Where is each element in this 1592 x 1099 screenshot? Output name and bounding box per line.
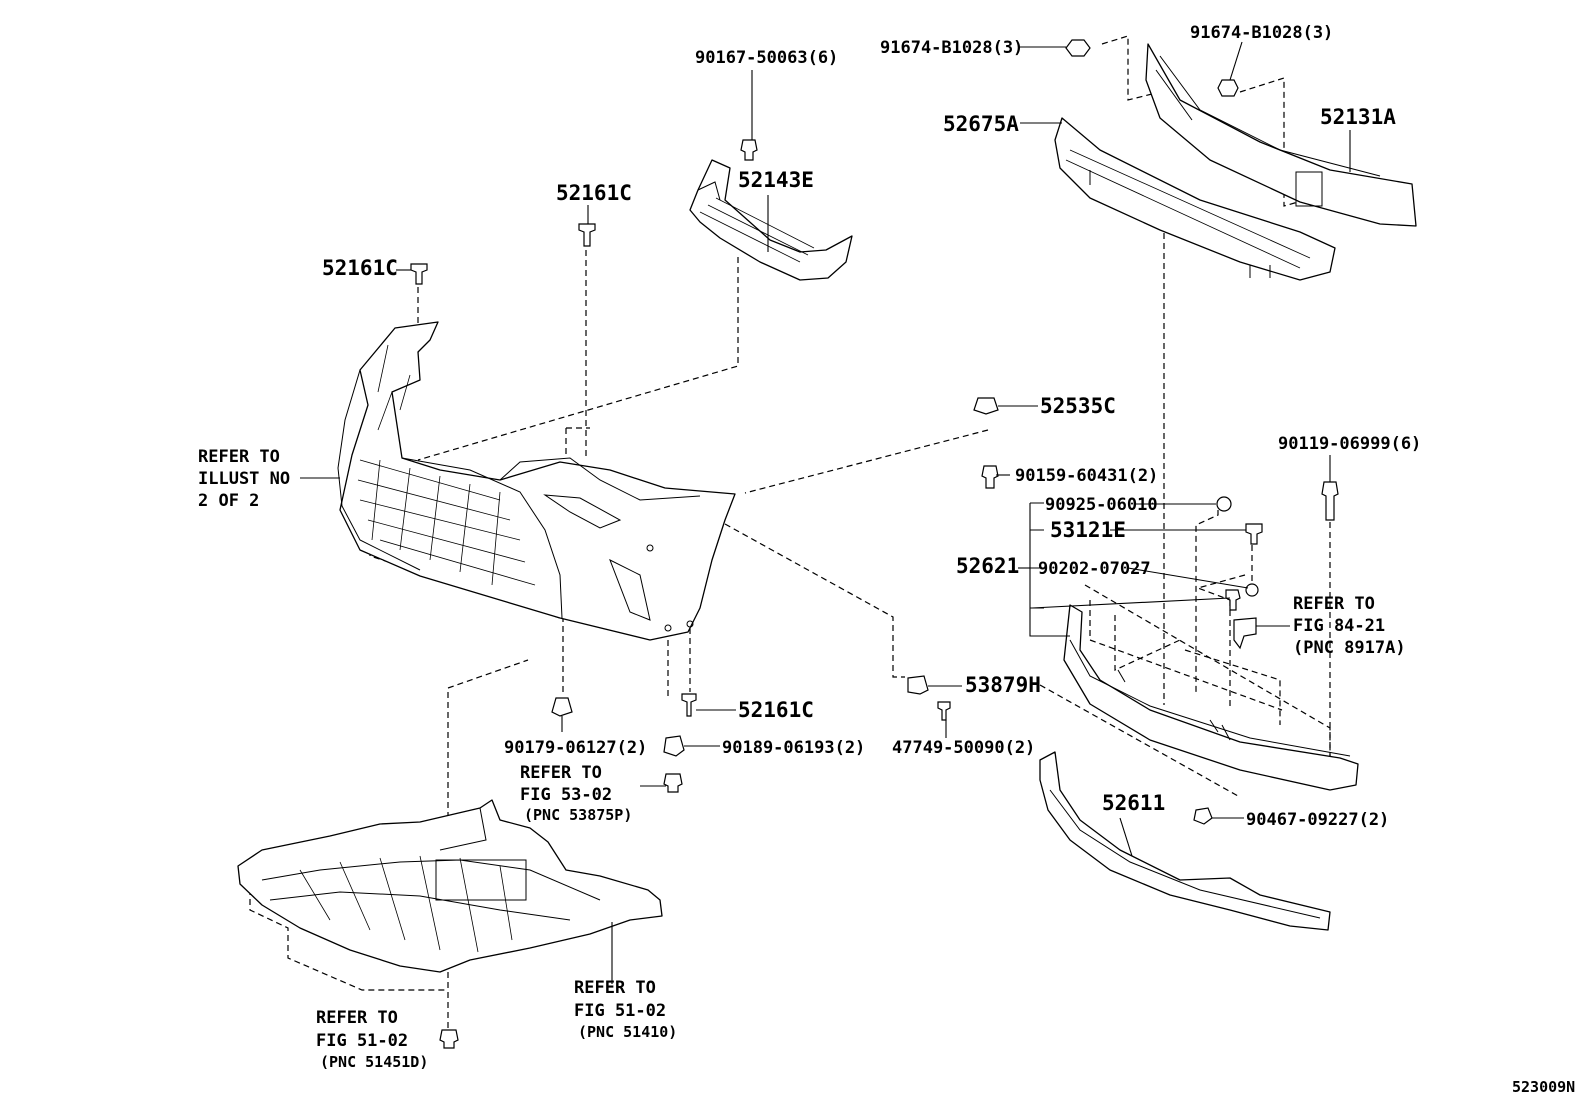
bolt-90202-icon (1225, 589, 1241, 611)
label-52131a: 52131A (1320, 105, 1396, 129)
label-90925: 90925-06010 (1045, 495, 1158, 515)
label-90179: 90179-06127(2) (504, 738, 647, 758)
label-52161c-b: 52161C (556, 181, 632, 205)
bolt-fig53-icon (663, 773, 683, 793)
ref-fig84: REFER TO FIG 84-21 (PNC 8917A) (1293, 594, 1406, 658)
clip-90167-icon (740, 139, 758, 161)
label-90167: 90167-50063(6) (695, 48, 838, 68)
bumper-retainer-52143e (689, 159, 853, 281)
bolt-fig51b-icon (439, 1029, 459, 1049)
fasteners (410, 39, 1339, 1049)
label-52675a: 52675A (943, 112, 1019, 136)
engine-under-cover (237, 799, 663, 973)
ref-line: REFER TO (316, 1008, 398, 1028)
grommet-90925-icon (1216, 496, 1232, 512)
clip-52161c-c-icon (681, 693, 697, 717)
nut-91674-a-icon (1065, 39, 1091, 57)
ref-line: REFER TO (1293, 594, 1375, 614)
sensor-bracket-icon (1233, 617, 1257, 650)
ref-line: (PNC 51451D) (320, 1053, 428, 1071)
bumper-bracket-52621 (1063, 604, 1359, 791)
screw-47749-icon (937, 701, 951, 721)
leader-lines (300, 41, 1351, 984)
nut-90467-icon (1193, 807, 1213, 825)
nut-90202-icon (1245, 583, 1259, 597)
reference-notes: REFER TO ILLUST NO 2 OF 2 REFER TO FIG 5… (198, 447, 1406, 1071)
clip-53121e-icon (1245, 523, 1263, 545)
ref-fig51b: REFER TO FIG 51-02 (PNC 51451D) (316, 1008, 428, 1071)
clip-52535c-icon (973, 397, 999, 415)
diagram-code: 523009N (1512, 1078, 1575, 1096)
ref-line: ILLUST NO (198, 469, 290, 489)
ref-illust: REFER TO ILLUST NO 2 OF 2 (198, 447, 290, 511)
label-53879h: 53879H (965, 673, 1041, 697)
ref-line: REFER TO (520, 763, 602, 783)
ref-line: FIG 51-02 (316, 1031, 408, 1051)
nut-90179-icon (551, 697, 573, 717)
bolt-90119-icon (1321, 481, 1339, 521)
ref-line: (PNC 53875P) (524, 806, 632, 824)
label-52611: 52611 (1102, 791, 1165, 815)
ref-line: (PNC 8917A) (1293, 638, 1406, 658)
bumper-reinforcement-52131a (1145, 43, 1417, 227)
nut-90189-icon (663, 735, 685, 757)
label-90159: 90159-60431(2) (1015, 466, 1158, 486)
lower-absorber-52611 (1039, 751, 1331, 931)
ref-line: 2 OF 2 (198, 491, 259, 511)
clip-52161c-b-icon (578, 223, 596, 247)
ref-line: FIG 84-21 (1293, 616, 1385, 636)
clip-52161c-a-icon (410, 263, 428, 285)
label-91674-b: 91674-B1028(3) (1190, 23, 1333, 43)
front-bumper-cover (337, 321, 736, 641)
ref-line: REFER TO (574, 978, 656, 998)
part-labels: 90167-50063(6) 52161C 52143E 52161C 9167… (322, 23, 1421, 830)
ref-line: FIG 53-02 (520, 785, 612, 805)
label-90202: 90202-07027 (1038, 559, 1151, 579)
label-90119: 90119-06999(6) (1278, 434, 1421, 454)
ref-fig53: REFER TO FIG 53-02 (PNC 53875P) (520, 763, 632, 824)
label-53121e: 53121E (1050, 518, 1126, 542)
energy-absorber-52675a (1054, 117, 1336, 281)
ref-line: REFER TO (198, 447, 280, 467)
label-90189: 90189-06193(2) (722, 738, 865, 758)
label-52621: 52621 (956, 554, 1019, 578)
bolt-90159-icon (981, 465, 999, 489)
label-52143e: 52143E (738, 168, 814, 192)
ref-line: FIG 51-02 (574, 1001, 666, 1021)
label-47749: 47749-50090(2) (892, 738, 1035, 758)
ref-line: (PNC 51410) (578, 1023, 677, 1041)
clip-53879h-icon (907, 675, 929, 695)
label-90467: 90467-09227(2) (1246, 810, 1389, 830)
label-52161c-a: 52161C (322, 256, 398, 280)
bolt-91674-b-icon (1217, 79, 1239, 97)
label-52161c-c: 52161C (738, 698, 814, 722)
label-52535c: 52535C (1040, 394, 1116, 418)
label-91674-a: 91674-B1028(3) (880, 38, 1023, 58)
ref-fig51a: REFER TO FIG 51-02 (PNC 51410) (574, 978, 677, 1041)
